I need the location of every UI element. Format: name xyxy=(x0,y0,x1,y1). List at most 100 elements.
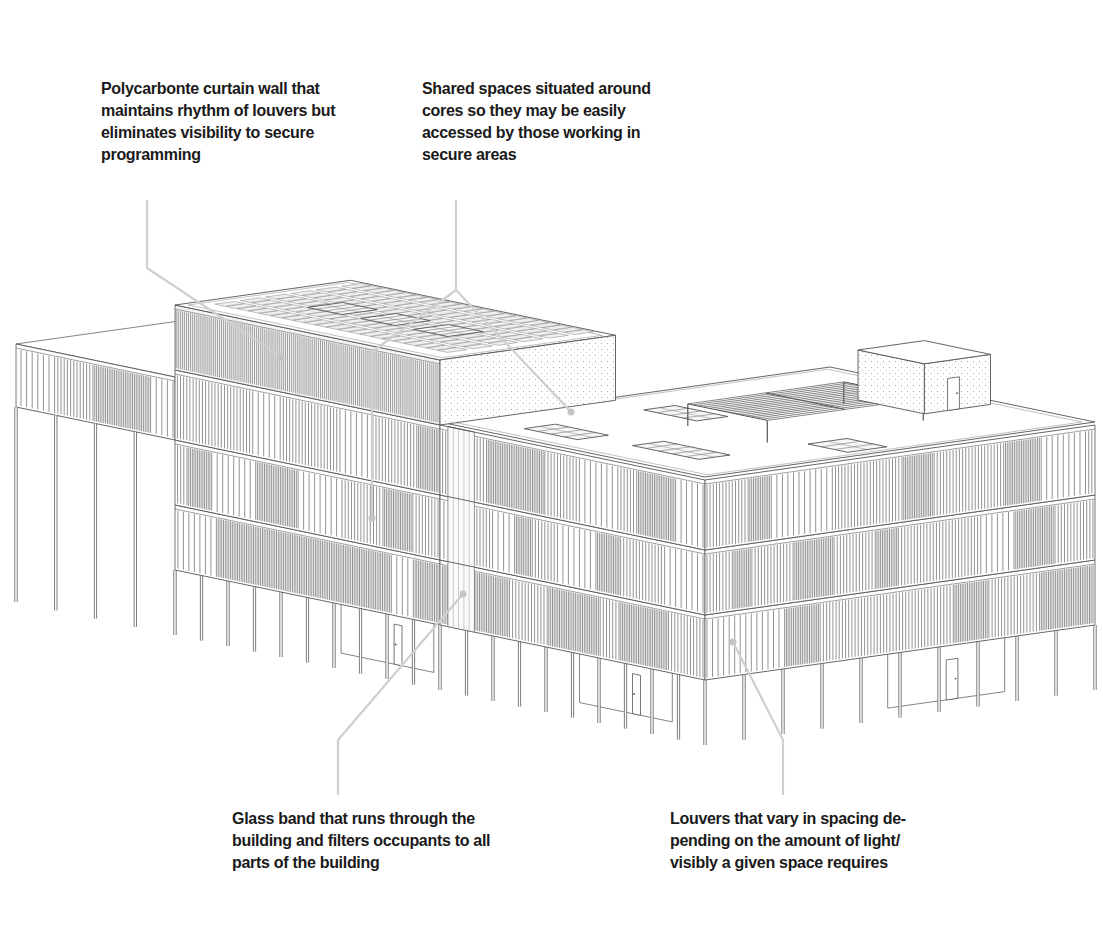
louver-fin xyxy=(427,562,428,620)
louver-fin xyxy=(443,501,444,559)
louver-fin xyxy=(57,358,58,414)
louver-fin xyxy=(923,454,924,517)
curtain-mullion xyxy=(423,362,424,420)
pergola-post xyxy=(767,420,768,442)
louver-fin xyxy=(550,588,551,646)
column-core xyxy=(15,407,17,602)
louver-fin xyxy=(883,595,884,653)
louver-fin xyxy=(655,545,656,603)
louver-fin xyxy=(961,519,962,577)
louver-fin xyxy=(751,614,752,672)
curtain-mullion xyxy=(207,317,208,375)
louver-fin xyxy=(492,511,493,569)
louver-fin xyxy=(313,539,314,597)
louver-fin xyxy=(643,472,644,535)
louver-fin xyxy=(668,612,669,670)
louver-fin xyxy=(972,582,973,640)
louver-fin xyxy=(215,383,216,446)
louver-fin xyxy=(1030,439,1031,502)
curtain-mullion xyxy=(250,326,251,384)
face-edge xyxy=(440,560,441,625)
curtain-mullion xyxy=(390,355,391,413)
louver-fin xyxy=(855,599,856,657)
skylight-mullion xyxy=(378,316,413,323)
louver-fin xyxy=(626,539,627,597)
louver-fin xyxy=(102,367,103,423)
louver-fin xyxy=(1059,570,1060,628)
louver-fin xyxy=(570,592,571,650)
louver-fin xyxy=(864,463,865,526)
louver-fin xyxy=(735,551,736,609)
glass-face xyxy=(448,427,475,632)
louver-fin xyxy=(789,543,790,601)
louver-fin xyxy=(978,446,979,509)
curtain-mullion xyxy=(279,332,280,390)
louver-fin xyxy=(357,548,358,606)
louver-fin xyxy=(686,551,687,609)
louver-fin xyxy=(627,604,628,662)
louver-fin xyxy=(697,554,698,612)
curtain-mullion xyxy=(433,364,434,422)
louver-fin xyxy=(442,566,443,624)
louver-fin xyxy=(848,600,849,658)
louver-fin xyxy=(314,474,315,532)
louver-fin xyxy=(981,446,982,509)
curtain-mullion xyxy=(388,354,389,412)
louver-fin xyxy=(497,577,498,635)
curtain-mullion xyxy=(176,310,177,368)
louver-fin xyxy=(946,451,947,514)
louver-fin xyxy=(197,450,198,508)
louver-fin xyxy=(138,374,139,430)
curtain-mullion xyxy=(297,336,298,394)
louver-fin xyxy=(257,527,258,585)
louver-fin xyxy=(1047,507,1048,565)
curtain-mullion xyxy=(310,338,311,396)
louver-fin xyxy=(486,510,487,568)
louver-fin xyxy=(112,369,113,425)
louver-fin xyxy=(425,562,426,620)
curtain-mullion xyxy=(291,334,292,392)
louver-fin xyxy=(86,364,87,420)
louver-fin xyxy=(180,376,181,439)
louver-fin xyxy=(258,527,259,585)
louver-fin xyxy=(956,585,957,643)
louver-fin xyxy=(498,512,499,570)
louver-fin xyxy=(649,608,650,666)
louver-fin xyxy=(306,537,307,595)
curtain-mullion xyxy=(190,313,191,371)
louver-fin xyxy=(826,468,827,531)
louver-fin xyxy=(1041,573,1042,631)
louver-fin xyxy=(665,477,666,540)
louver-fin xyxy=(548,522,549,580)
louver-fin xyxy=(600,598,601,656)
louver-fin xyxy=(703,620,704,678)
louver-fin xyxy=(829,602,830,660)
louver-fin xyxy=(285,468,286,526)
louver-fin xyxy=(798,542,799,600)
column-core xyxy=(1016,636,1018,701)
louver-fin xyxy=(805,541,806,599)
louver-fin xyxy=(320,475,321,533)
louver-fin xyxy=(971,583,972,641)
louver-fin xyxy=(274,396,275,459)
louver-fin xyxy=(557,524,558,582)
louver-fin xyxy=(425,497,426,555)
louver-fin xyxy=(942,522,943,580)
louver-fin xyxy=(741,550,742,608)
louver-fin xyxy=(218,384,219,447)
louver-fin xyxy=(1008,512,1009,570)
louver-fin xyxy=(645,608,646,666)
louver-fin xyxy=(845,465,846,528)
louver-fin xyxy=(905,457,906,520)
louver-fin xyxy=(696,618,697,676)
louver-fin xyxy=(991,515,992,573)
louver-fin xyxy=(1022,510,1023,568)
louver-fin xyxy=(821,469,822,532)
louver-fin xyxy=(436,564,437,622)
louver-fin xyxy=(707,555,708,613)
louver-fin xyxy=(544,587,545,645)
door xyxy=(948,377,960,411)
curtain-mullion xyxy=(229,321,230,379)
louver-fin xyxy=(396,556,397,614)
louver-fin xyxy=(873,461,874,524)
